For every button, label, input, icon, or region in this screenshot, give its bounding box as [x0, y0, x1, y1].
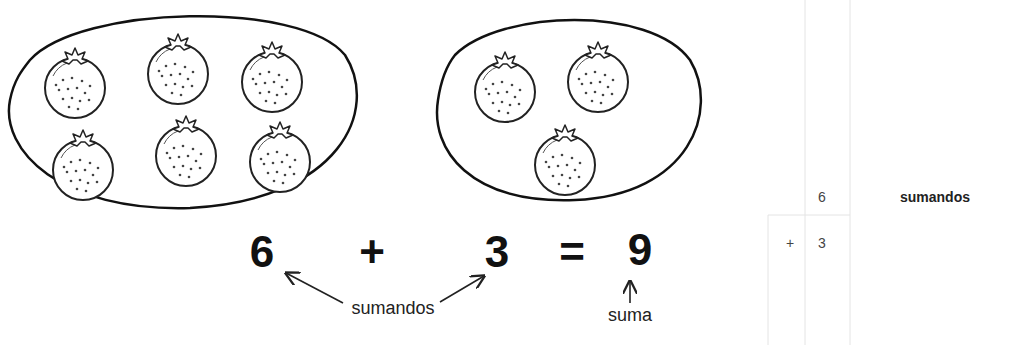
column-sign: +: [786, 236, 794, 251]
column-number: 6: [818, 190, 826, 205]
equation-number: 9: [628, 226, 652, 274]
grid-line: [768, 215, 850, 216]
grid-line: [768, 215, 769, 345]
grid-line: [805, 0, 806, 345]
leader-arrow: [629, 281, 631, 303]
equation-sign: =: [559, 228, 585, 276]
column-number: 3: [818, 236, 826, 251]
set-ellipse: [9, 16, 357, 208]
grid-line: [850, 0, 851, 345]
fruit: [53, 130, 113, 200]
fruit: [148, 34, 208, 104]
equation-number: 3: [485, 228, 509, 276]
term-label: sumandos: [351, 299, 434, 319]
term-label: sumandos: [900, 190, 970, 205]
leader-arrow: [286, 273, 343, 303]
set-ellipse: [437, 20, 701, 200]
leader-arrow: [440, 276, 484, 302]
equation-number: 6: [250, 228, 274, 276]
fruit: [156, 116, 216, 186]
fruit: [535, 125, 595, 195]
fruit: [45, 48, 105, 118]
fruit: [250, 122, 310, 192]
term-label: suma: [608, 306, 652, 326]
fruit: [568, 42, 628, 112]
equation-sign: +: [359, 228, 385, 276]
fruit: [475, 52, 535, 122]
fruit: [242, 42, 302, 112]
